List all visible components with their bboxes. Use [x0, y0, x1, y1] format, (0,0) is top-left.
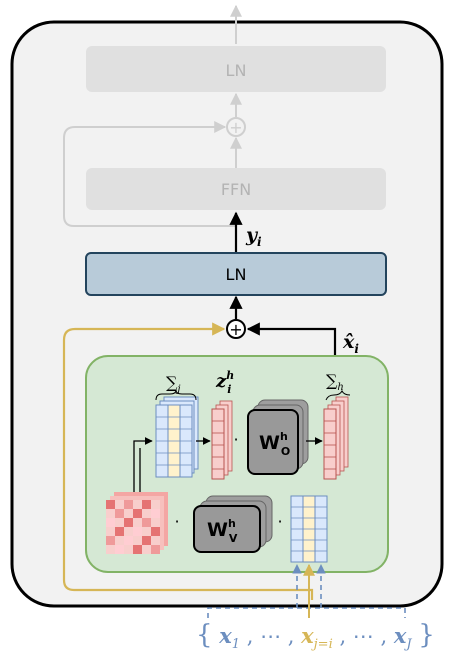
ln-top-label: LN [226, 61, 247, 80]
input-close-brace: } [418, 620, 435, 650]
x-hat-label: x̂i [342, 331, 359, 356]
add-symbol: + [229, 320, 242, 339]
dot-attn-wv: · [174, 512, 179, 531]
y-label: yi [245, 224, 262, 249]
attention-matrix [106, 492, 168, 554]
z-head-stack [211, 400, 233, 480]
svg-text:WhO: WhO [259, 430, 290, 458]
input-x1: x [218, 623, 232, 648]
weighted-values-stack [155, 396, 199, 478]
ln-main-block [85, 252, 387, 296]
residual-gold-path [62, 322, 314, 600]
svg-text:WhV: WhV [207, 517, 238, 545]
add-node [226, 319, 246, 339]
sum-j-label: ∑j [166, 373, 181, 395]
input-open-brace: { [196, 620, 213, 650]
input-xj: x [300, 623, 314, 648]
arrow-attn-to-values [133, 437, 153, 495]
ffn-label: FFN [221, 180, 251, 199]
faded-add-symbol: + [229, 118, 242, 137]
ln-top-block [86, 46, 386, 92]
input-sequence: { x1 , ⋯ , xj=i , ⋯ , xJ } [196, 620, 435, 653]
sum-j-brace [155, 389, 197, 401]
dot-wv-x: · [277, 512, 282, 531]
input-dashed-bracket [207, 607, 406, 618]
ffn-block [86, 168, 386, 210]
faded-residual-ffn [63, 121, 236, 227]
input-xJ: x [393, 623, 407, 648]
faded-add-node [226, 117, 246, 137]
sum-h-label: ∑h [326, 371, 344, 393]
sum-h-brace [325, 389, 351, 401]
arrow-xhat-to-add [246, 322, 337, 357]
dot-z-wo: · [233, 430, 238, 449]
ln-main-label: LN [226, 265, 247, 284]
input-columns [290, 495, 328, 563]
heads-output-stack [323, 396, 349, 480]
